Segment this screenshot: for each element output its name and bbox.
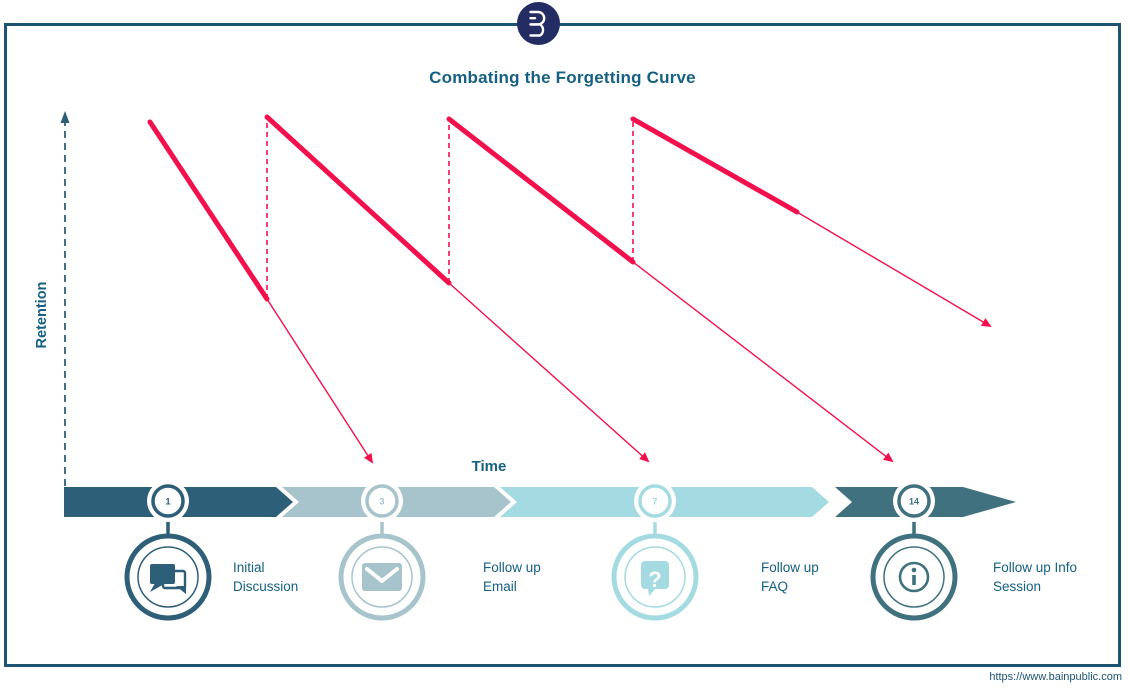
question-icon: ? [641,561,669,596]
day-number: 3 [379,497,384,507]
milestone-day-1: 1 [124,480,212,621]
icon-ring-inner [624,546,686,608]
info-icon [898,561,930,593]
curve-thin [632,261,894,463]
curve-thick [147,119,270,302]
day-circle [897,484,931,518]
y-axis-label: Retention [34,281,50,349]
milestone-day-14: 14 [870,480,958,621]
icon-ring-inner [137,546,199,608]
milestone-label-follow-up-info-session: Follow up Info Session [993,560,1078,594]
day-number: 14 [909,497,919,507]
milestone-day-7: 7 ? [611,480,699,621]
email-icon [362,563,402,591]
x-axis-label: Time [471,458,507,475]
curve-thick [630,116,800,215]
icon-ring-inner [351,546,413,608]
footer-url: https://www.bainpublic.com [989,671,1122,683]
curve-thin [266,298,374,464]
svg-text:?: ? [648,567,661,592]
y-axis-arrowhead-icon [60,111,70,123]
day-circle [151,484,185,518]
icon-ring-inner [883,546,945,608]
y-axis [60,111,70,486]
milestone-label-follow-up-email: Follow up Email [483,560,541,594]
day-number: 7 [652,497,657,507]
timeline-bar [64,487,1016,517]
page-title: Combating the Forgetting Curve [429,68,696,87]
curve-thick [446,116,636,265]
day-circle [365,484,399,518]
curve-thin [796,211,992,328]
day-circle [638,484,672,518]
milestone-day-3: 3 [338,480,426,621]
milestone-label-initial-discussion: Initial Discussion [233,560,299,594]
day-number: 1 [165,497,170,507]
brand-logo [517,2,560,45]
curve-thin [448,282,650,463]
forgetting-curves [147,114,992,464]
milestone-label-follow-up-faq: Follow up FAQ [761,560,819,594]
curve-thick [264,114,452,286]
chat-icon [150,564,187,594]
logo-b-glyph [529,10,546,37]
outer-frame [4,23,1121,667]
